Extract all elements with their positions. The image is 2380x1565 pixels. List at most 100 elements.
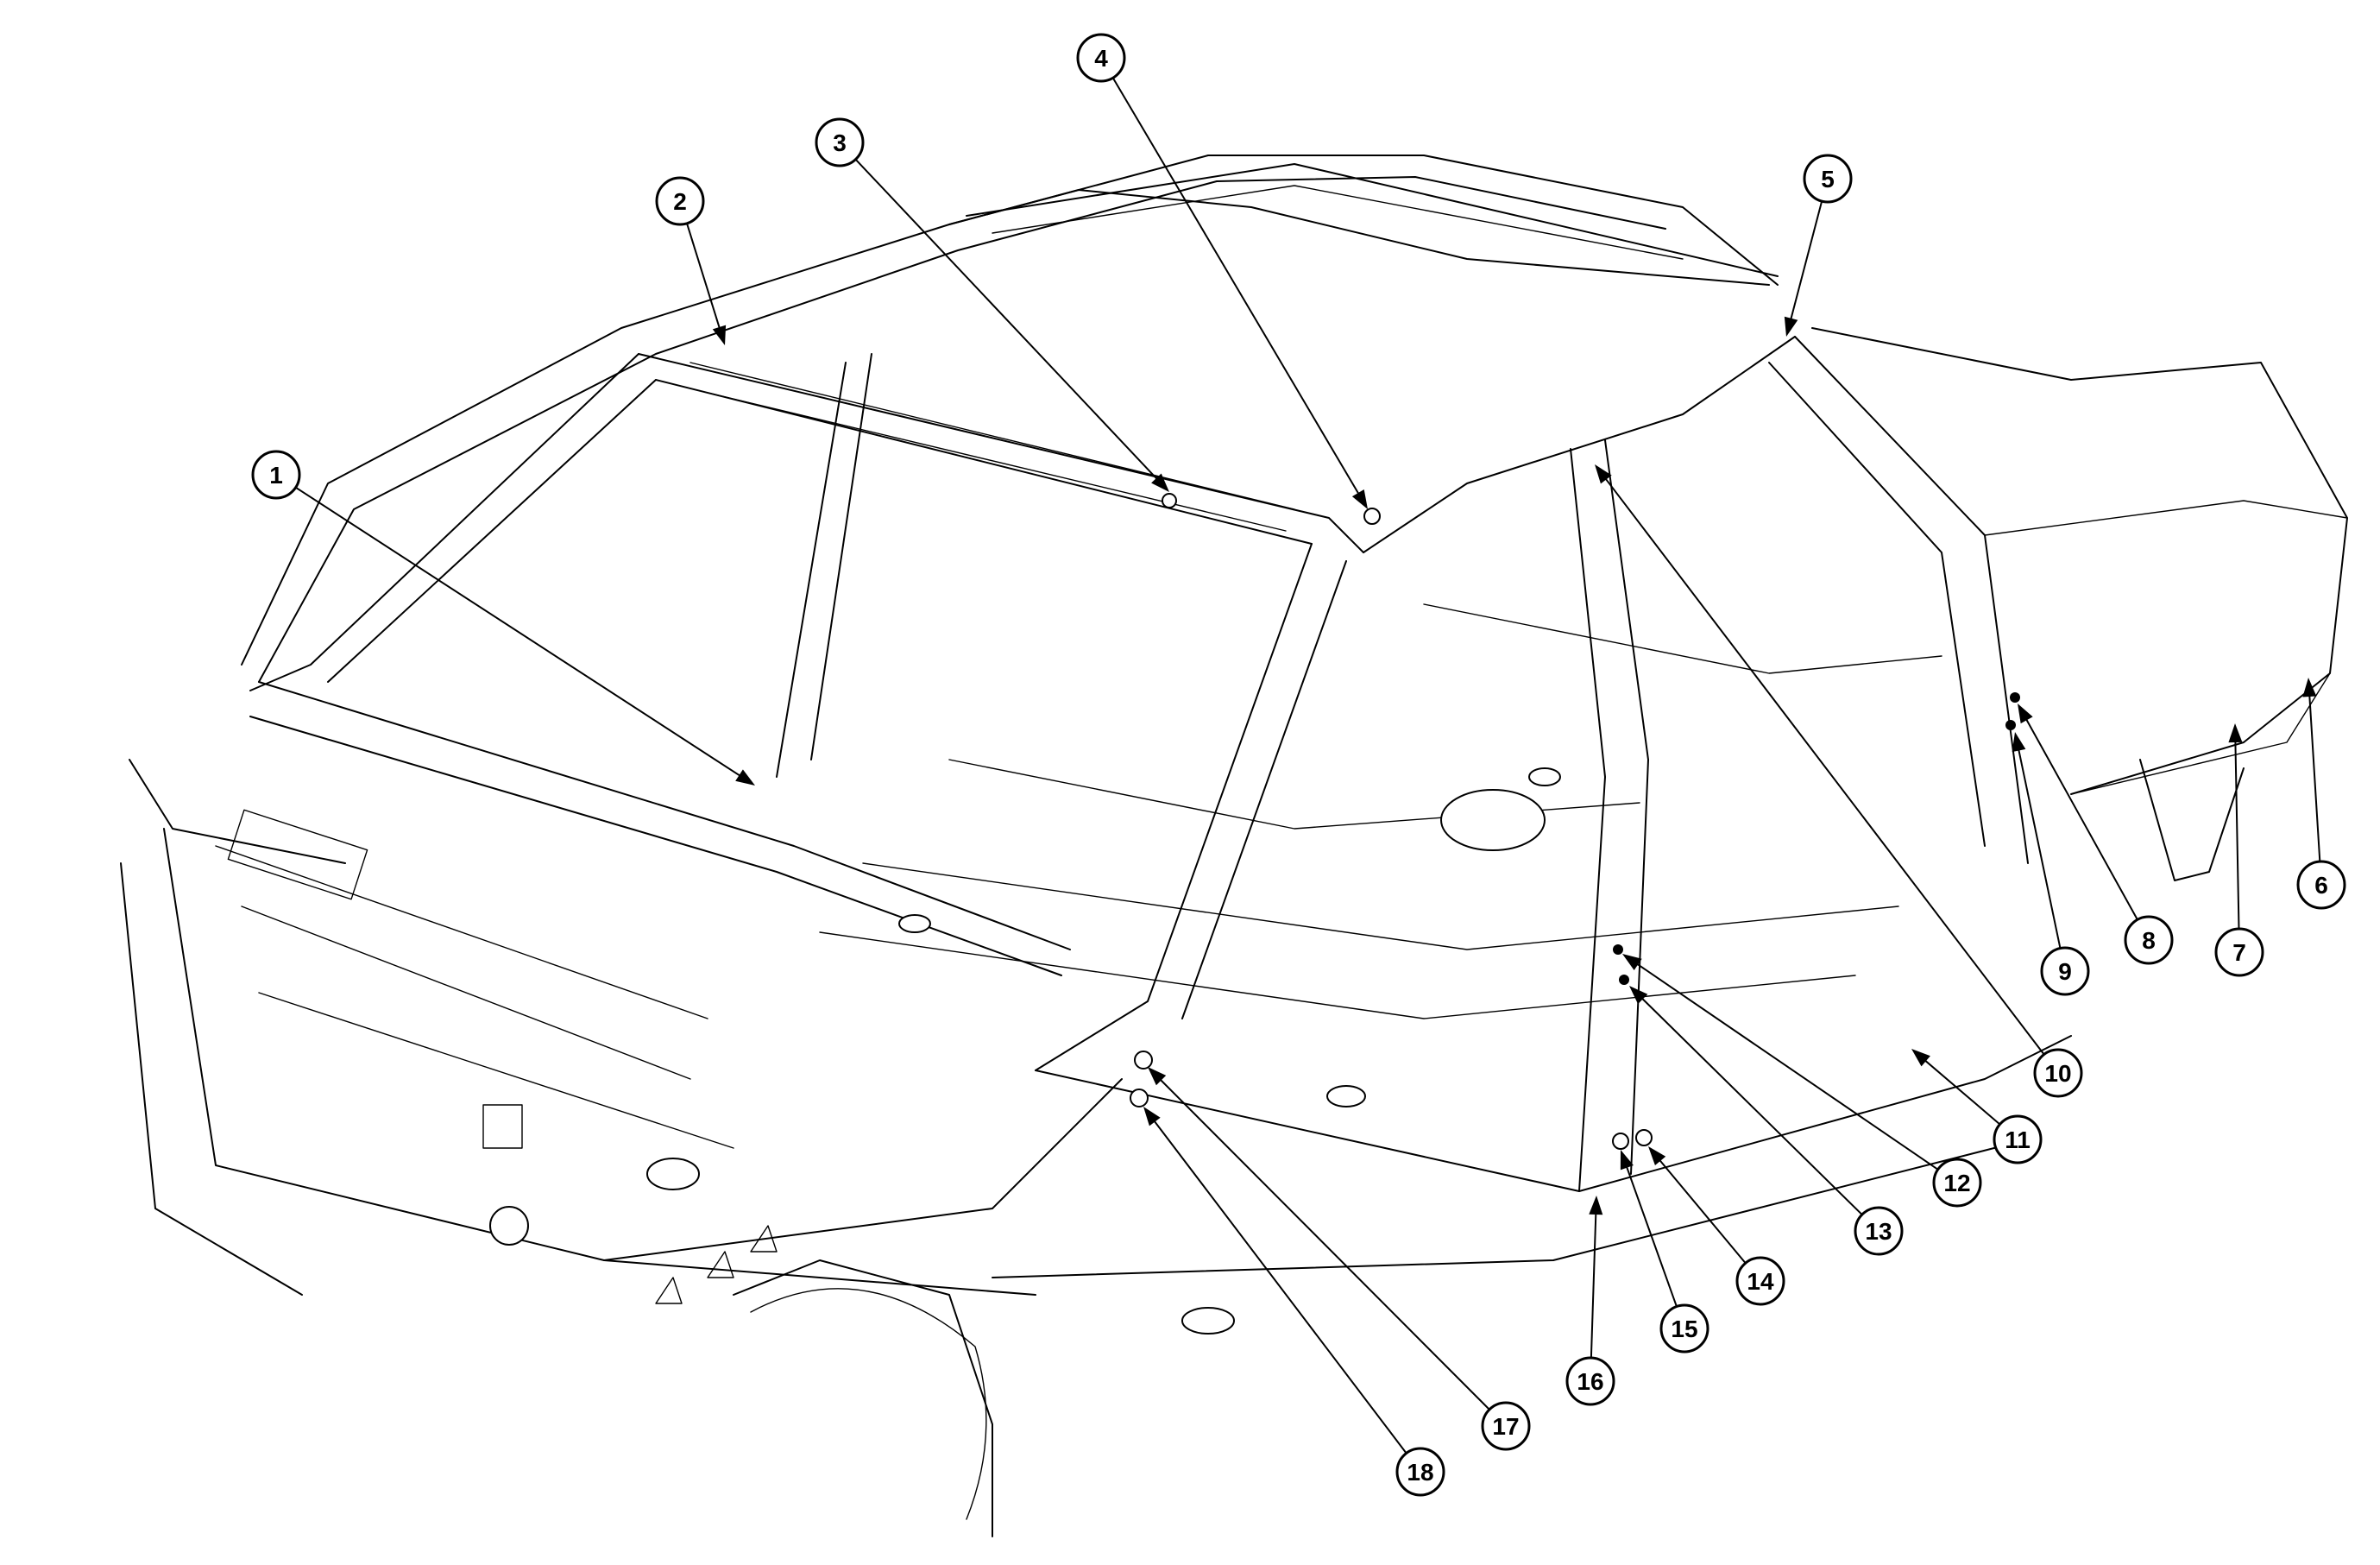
front-apron-left [120, 862, 303, 1296]
leader-line-4 [1111, 77, 1361, 497]
leader-line-17 [1158, 1077, 1490, 1410]
leader-line-6 [2308, 692, 2321, 862]
callout-10: 10 [2033, 1048, 2083, 1098]
rear-lower-panel [2070, 672, 2331, 795]
leader-arrowhead-18 [1143, 1107, 1161, 1126]
locator-triangles [655, 1225, 778, 1304]
leader-line-15 [1625, 1164, 1678, 1307]
leader-line-10 [1603, 476, 2045, 1056]
windshield-right-edge [1363, 336, 1796, 553]
leader-arrowhead-1 [735, 769, 755, 786]
callout-circle-13 [1854, 1206, 1904, 1256]
callout-circle-12 [1932, 1158, 1982, 1208]
leader-arrowhead-12 [1622, 954, 1642, 971]
a-pillar-right-inner [1181, 560, 1347, 1019]
callout-circle-16 [1565, 1356, 1615, 1406]
a-pillar-left [249, 353, 639, 691]
sunroof-rail [966, 163, 1779, 277]
callout-number-2: 2 [673, 188, 687, 215]
callout-number-6: 6 [2314, 872, 2328, 899]
wheelhouse-right [750, 1288, 987, 1520]
callout-number-4: 4 [1094, 45, 1108, 72]
callout-circle-4 [1076, 33, 1126, 83]
callout-number-12: 12 [1943, 1170, 1970, 1196]
target-hole-18 [1130, 1089, 1149, 1107]
leader-line-3 [854, 158, 1160, 482]
callout-number-7: 7 [2232, 939, 2246, 966]
c-pillar-right-inner [1768, 362, 1986, 847]
leader-arrowhead-14 [1648, 1146, 1666, 1166]
leader-line-9 [2017, 747, 2062, 949]
callout-15: 15 [1659, 1303, 1709, 1354]
a-pillar-right [1035, 543, 1313, 1071]
target-hole-3 [1162, 493, 1177, 508]
callout-circle-1 [251, 450, 301, 500]
leader-line-16 [1590, 1210, 1597, 1359]
header-panel-detail [689, 362, 1295, 532]
callout-circle-8 [2124, 915, 2174, 965]
front-rail-right [603, 1078, 1123, 1261]
rear-quarter-outer [1811, 327, 2348, 795]
floor-drain-hole-1 [1528, 767, 1561, 786]
rear-bumper-area [2139, 759, 2245, 881]
callout-12: 12 [1932, 1158, 1982, 1208]
cowl-top [258, 681, 1071, 950]
leader-arrowhead-4 [1351, 489, 1368, 509]
rear-deck-lid-edge [1984, 500, 2348, 536]
target-hole-4 [1363, 508, 1381, 525]
callout-circle-17 [1481, 1401, 1531, 1451]
leader-line-11 [1923, 1057, 2001, 1126]
callout-leaders [295, 77, 2321, 1455]
leader-arrowhead-9 [2012, 732, 2026, 753]
body-in-white-drawing [120, 155, 2348, 1537]
strut-tower-right [733, 1259, 993, 1537]
leader-arrowhead-10 [1595, 464, 1612, 484]
leader-arrowhead-16 [1589, 1196, 1603, 1215]
callout-13: 13 [1854, 1206, 1904, 1256]
floor-pan-line-1 [862, 862, 1899, 950]
dash-panel [163, 828, 1036, 1296]
callout-4: 4 [1076, 33, 1126, 83]
floor-drain-hole-2 [898, 914, 931, 933]
callout-number-17: 17 [1492, 1413, 1519, 1440]
callout-number-16: 16 [1577, 1368, 1603, 1395]
dash-access-panel [227, 809, 368, 900]
callout-number-15: 15 [1671, 1316, 1697, 1342]
leader-line-5 [1789, 200, 1823, 322]
cowl-top-lower [249, 716, 1062, 976]
callout-circle-5 [1803, 154, 1853, 204]
leader-arrowhead-7 [2228, 723, 2243, 743]
leader-arrowhead-13 [1629, 986, 1648, 1005]
callout-circle-11 [1993, 1114, 2043, 1164]
callout-circle-9 [2040, 946, 2090, 996]
leader-line-2 [686, 223, 721, 331]
rocker-sill-right-lower [992, 1139, 2029, 1278]
callout-3: 3 [815, 117, 865, 167]
dash-cutout [482, 1104, 523, 1149]
callout-circle-7 [2214, 927, 2264, 977]
callout-8: 8 [2124, 915, 2174, 965]
callout-11: 11 [1993, 1114, 2043, 1164]
target-hole-17 [1134, 1051, 1153, 1070]
a-pillar-left-inner [327, 379, 657, 683]
target-hole-14 [1635, 1129, 1653, 1146]
floor-drain-hole-3 [1326, 1085, 1366, 1107]
roof-front-edge [241, 155, 1779, 666]
callout-number-1: 1 [269, 462, 283, 489]
leader-arrowhead-3 [1151, 473, 1169, 492]
callout-circle-15 [1659, 1303, 1709, 1354]
callout-number-18: 18 [1407, 1459, 1433, 1486]
callout-2: 2 [655, 176, 705, 226]
leader-arrowhead-11 [1911, 1049, 1930, 1067]
b-pillar-left-inner [810, 353, 872, 760]
callout-17: 17 [1481, 1401, 1531, 1451]
leader-arrowhead-15 [1620, 1150, 1634, 1171]
callout-circle-2 [655, 176, 705, 226]
leader-line-8 [2024, 716, 2138, 920]
callout-number-5: 5 [1821, 166, 1835, 192]
leader-arrowhead-6 [2302, 678, 2317, 697]
sunroof-rail-inner [992, 185, 1684, 260]
callout-circle-14 [1735, 1256, 1785, 1306]
spring-seat [646, 1158, 700, 1190]
